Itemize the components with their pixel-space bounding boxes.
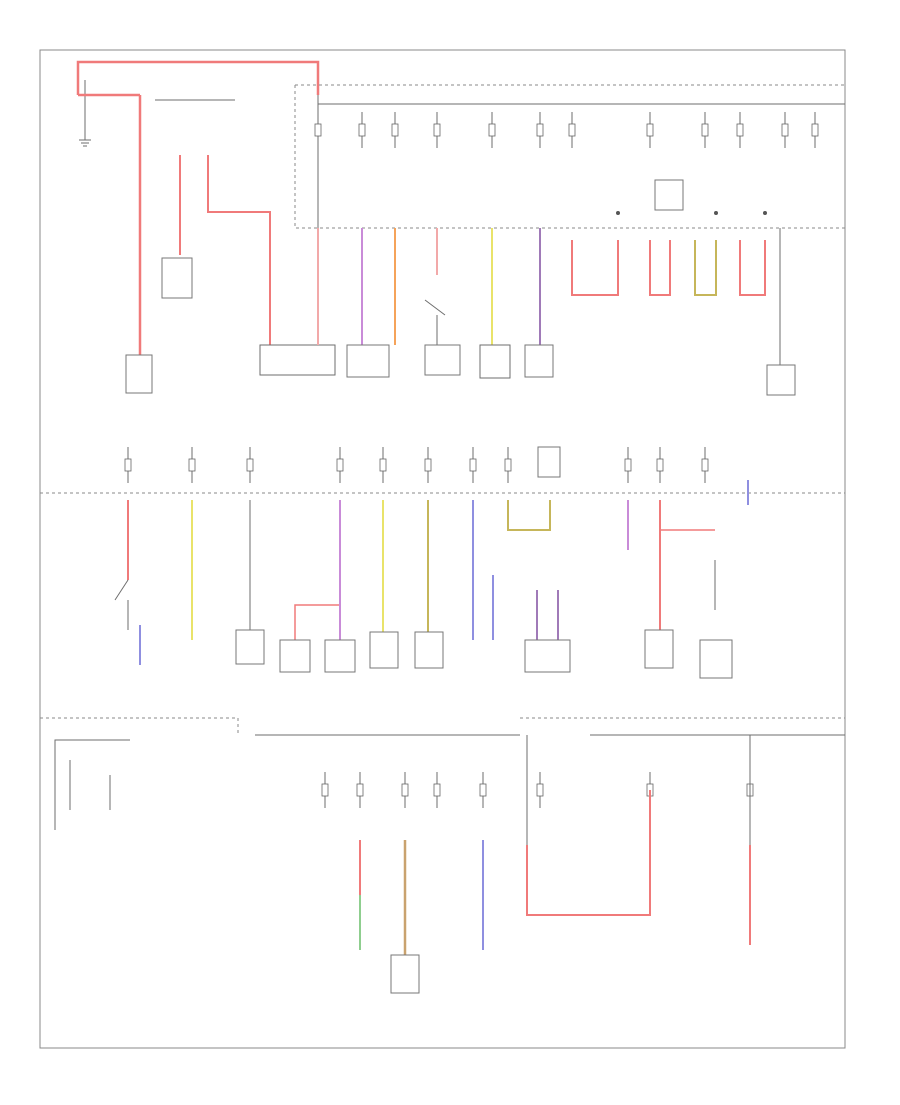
- wire-red-mid-2: [294, 604, 340, 640]
- fuse-icon: [701, 458, 709, 472]
- fuse-icon: [488, 123, 496, 137]
- fuse-icon: [701, 123, 709, 137]
- transmission-module-box: [279, 639, 311, 673]
- loop-wire-red-1: [571, 240, 619, 296]
- fuse-icon: [314, 123, 322, 137]
- steering-column-module-box: [699, 639, 733, 679]
- pcm-box: [524, 344, 554, 378]
- fuse-icon: [379, 458, 387, 472]
- wire-red-low-2: [526, 790, 651, 916]
- switch-icon: [114, 579, 129, 630]
- right-headlamp-box: [235, 629, 265, 665]
- left-front-lamp-box: [324, 639, 356, 673]
- battery-feed-wire: [76, 60, 320, 355]
- loop-wire-olive-mid: [507, 500, 551, 531]
- switch-icon: [424, 299, 446, 345]
- fuse-icon: [736, 123, 744, 137]
- loop-wire-red-2: [649, 240, 671, 296]
- fuse-icon: [781, 123, 789, 137]
- relay-box-2: [537, 446, 561, 478]
- fuse-icon: [536, 123, 544, 137]
- fuse-icon: [656, 458, 664, 472]
- fuse-icon: [433, 123, 441, 137]
- fuse-icon: [504, 458, 512, 472]
- fuse-icon: [469, 458, 477, 472]
- diagram-border: [39, 49, 846, 1049]
- right-rear-module-box: [390, 954, 420, 994]
- engine-module-box: [479, 344, 511, 379]
- top-fuse-row: [314, 112, 819, 148]
- blower-motor-box: [766, 364, 796, 396]
- fuse-icon: [336, 458, 344, 472]
- ground-distribution-lines: [54, 739, 130, 830]
- lower-junction-box-outline: [40, 717, 845, 735]
- generator-feed-wire: [207, 155, 271, 345]
- power-steering-module-box: [161, 257, 193, 299]
- bottom-fuse-row: [321, 772, 754, 808]
- body-module-box: [369, 631, 399, 669]
- generator-box: [259, 344, 336, 376]
- instrument-cluster-box: [524, 639, 571, 673]
- fuse-icon: [356, 783, 364, 797]
- abs-module-box: [346, 344, 390, 378]
- fuse-icon: [568, 123, 576, 137]
- fuse-icon: [424, 458, 432, 472]
- starter-motor-box: [125, 354, 153, 394]
- relay-box-1: [654, 179, 684, 211]
- fuse-icon: [624, 458, 632, 472]
- ignition-switch-box: [424, 344, 461, 376]
- fuse-icon: [811, 123, 819, 137]
- restraints-module-box: [644, 629, 674, 669]
- fuse-icon: [391, 123, 399, 137]
- fuse-icon: [646, 123, 654, 137]
- connector-icon: [714, 211, 718, 215]
- fuse-icon: [124, 458, 132, 472]
- loop-wire-olive: [694, 240, 717, 296]
- fuse-icon: [358, 123, 366, 137]
- fuse-icon: [246, 458, 254, 472]
- fuse-icon: [188, 458, 196, 472]
- fuse-icon: [479, 783, 487, 797]
- battery-junction-box-outline: [294, 84, 845, 229]
- connector-icon: [616, 211, 620, 215]
- fuse-icon: [536, 783, 544, 797]
- battery-ground-icon: [79, 80, 91, 147]
- fuse-icon: [321, 783, 329, 797]
- middle-fuse-row: [124, 447, 709, 483]
- fuse-icon: [401, 783, 409, 797]
- fuse-icon: [433, 783, 441, 797]
- loop-wire-red-3: [739, 240, 766, 296]
- rear-lamp-box: [414, 631, 444, 669]
- connector-icon: [763, 211, 767, 215]
